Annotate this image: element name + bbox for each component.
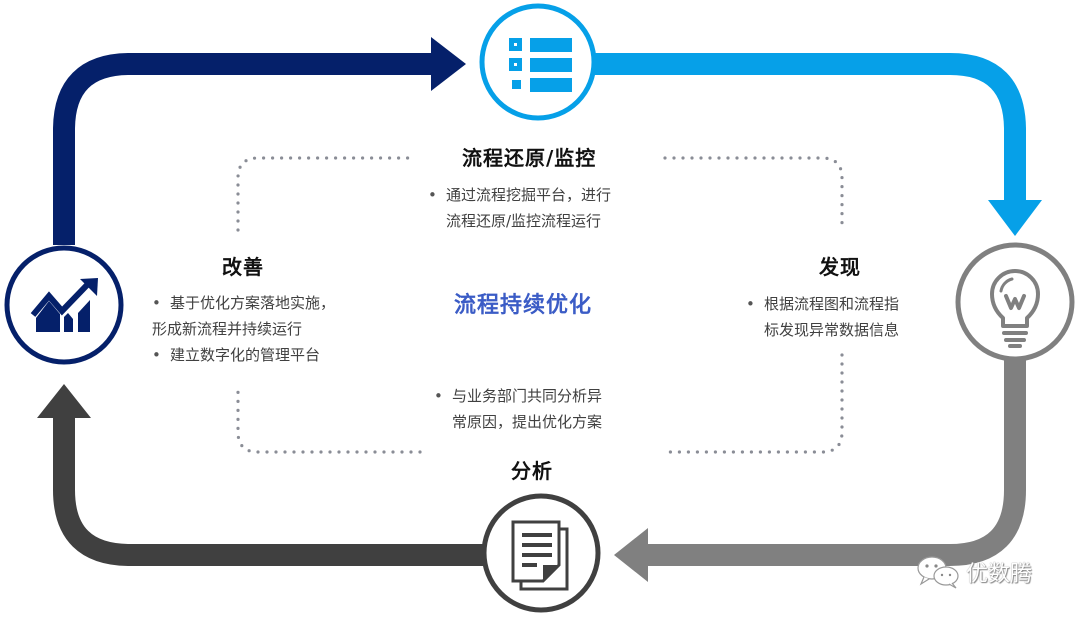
dotted-frame-bottom-left: [236, 388, 422, 454]
discover-bullet-line-2: 标发现异常数据信息: [764, 321, 900, 339]
lightbulb-icon: [990, 269, 1040, 348]
improve-title: 改善: [222, 255, 264, 279]
analyze-title: 分析: [511, 459, 553, 483]
restore-description: • 通过流程挖掘平台，进行 流程还原/监控流程运行: [428, 182, 611, 234]
dotted-frame-top-left: [236, 156, 417, 232]
discover-node: [955, 242, 1075, 362]
discover-description: • 根据流程图和流程指 标发现异常数据信息: [746, 291, 899, 343]
dotted-frame-top-right: [663, 156, 844, 230]
restore-title: 流程还原/监控: [462, 146, 597, 170]
arrow-analyze-to-improve: [37, 384, 490, 566]
improve-bullet-1-line-2: 形成新流程并持续运行: [152, 320, 303, 338]
analyze-node: [481, 493, 601, 613]
bullet-dot: •: [428, 186, 437, 204]
improve-description: • 基于优化方案落地实施， 形成新流程并持续运行 • 建立数字化的管理平台: [152, 290, 335, 368]
watermark-text: 优数腾: [966, 562, 1033, 587]
list-icon: [509, 38, 572, 92]
restore-node: [479, 3, 597, 121]
analyze-description: • 与业务部门共同分析异 常原因，提出优化方案: [434, 383, 602, 435]
arrow-restore-to-discover: [590, 53, 1042, 236]
improve-bullet-1-line-1: 基于优化方案落地实施，: [170, 294, 336, 312]
arrow-discover-to-analyze: [614, 355, 1026, 582]
bullet-dot: •: [434, 387, 443, 405]
wechat-icon: [917, 556, 959, 589]
watermark: 优数腾: [916, 555, 1032, 589]
restore-bullet-line-2: 流程还原/监控流程运行: [446, 212, 602, 230]
discover-title: 发现: [819, 255, 861, 279]
analyze-bullet-line-2: 常原因，提出优化方案: [452, 413, 603, 431]
arrow-improve-to-restore: [53, 37, 466, 245]
bullet-dot: •: [746, 295, 755, 313]
center-title: 流程持续优化: [454, 293, 593, 318]
improve-bullet-2-line-1: 建立数字化的管理平台: [170, 346, 321, 364]
improve-node: [4, 245, 124, 365]
analyze-bullet-line-1: 与业务部门共同分析异: [452, 387, 603, 405]
dotted-frame-bottom-right: [663, 353, 844, 454]
discover-bullet-line-1: 根据流程图和流程指: [764, 295, 900, 313]
growth-chart-icon: [30, 278, 98, 332]
bullet-dot: •: [152, 294, 161, 312]
document-icon: [511, 520, 569, 591]
bullet-dot: •: [152, 346, 161, 364]
restore-bullet-line-1: 通过流程挖掘平台，进行: [446, 186, 612, 204]
dotted-frame: [236, 156, 844, 454]
